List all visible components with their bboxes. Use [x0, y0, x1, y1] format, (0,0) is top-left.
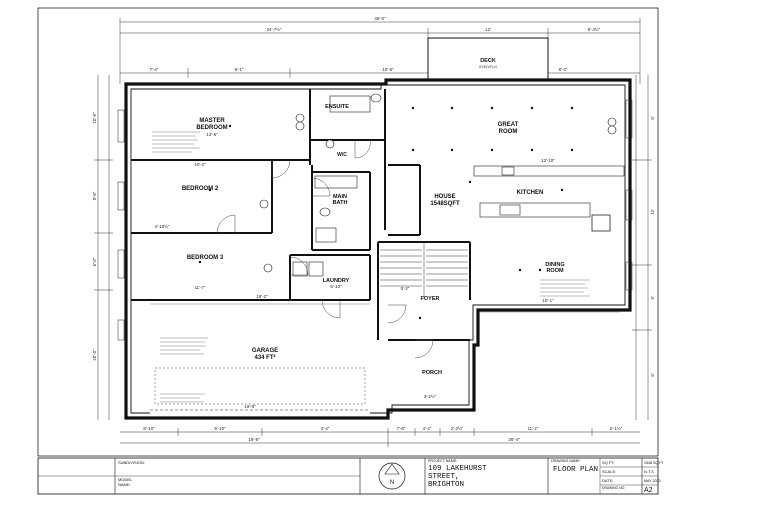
scale-value: N.T.S — [644, 469, 654, 474]
house-area-label-line1: HOUSE — [434, 194, 455, 200]
project-name-line1: 109 LAKEHURST — [428, 465, 487, 473]
laundry-dim: 6'-10" — [330, 284, 342, 289]
kitchen-label: KITCHEN — [517, 190, 544, 196]
great-room-width: 13'-10" — [541, 158, 555, 163]
interior-walls — [131, 89, 471, 341]
dim-bottom-7: 2'-1½" — [610, 426, 623, 431]
dim-bottom2-0: 18'-8" — [248, 437, 260, 442]
dim-bottom-4: 4'-4" — [423, 426, 432, 431]
dim-top-left: 24'-7½" — [267, 27, 282, 32]
dim-left-1: 9'-6" — [92, 191, 97, 200]
main-bath-label-line1: MAIN — [333, 194, 347, 200]
wic-label: W/C — [337, 152, 347, 158]
bedroom2-dim: 4'-10½" — [155, 224, 170, 229]
master-width: 13'-6" — [206, 132, 218, 137]
bath-fixtures — [292, 93, 382, 277]
deck-size: 8'X8'(VIF)±4 — [479, 65, 497, 69]
date-label: DATE: — [602, 478, 613, 483]
porch-label: PORCH — [422, 370, 442, 376]
sheet-border — [37, 7, 659, 457]
master-bedroom-label-line2: BEDROOM — [196, 125, 227, 131]
garage-door — [150, 367, 370, 415]
dim-row2-2: 10'-6" — [382, 67, 394, 72]
window-markers — [117, 99, 633, 341]
great-room-label-line1: GREAT — [498, 122, 519, 128]
name-label: NAME: — [118, 482, 131, 487]
scale-label: SCALE: — [602, 469, 616, 474]
project-name-line2: STREET, — [428, 473, 460, 481]
dim-left-0: 10'-6" — [92, 112, 97, 124]
staircase — [380, 242, 468, 298]
bedroom3-dim: 11'-7" — [195, 285, 206, 290]
ceiling-lights — [198, 106, 574, 320]
bedroom2-label: BEDROOM 2 — [182, 186, 219, 192]
dim-right-2: 9' — [650, 296, 655, 299]
drawing-number: A2 — [644, 487, 653, 494]
dim-row2-3: 8'-4" — [559, 67, 568, 72]
ensuite-label: ENSUITE — [325, 104, 349, 110]
dim-bottom-5: 2'-3½" — [451, 426, 464, 431]
foyer-dim: 5'-2" — [401, 286, 410, 291]
date-value: MAY 2023 — [644, 479, 660, 483]
kitchen-counters — [473, 165, 625, 232]
spec-notes — [150, 131, 620, 403]
project-name-label: PROJECT NAME: — [428, 459, 457, 463]
north-label: N — [390, 480, 394, 486]
dim-bottom-6: 11'-2" — [528, 426, 539, 431]
foyer-label: FOYER — [421, 296, 440, 302]
dim-left-2: 6'-0" — [92, 257, 97, 266]
porch-dim: 3'-2½" — [424, 394, 437, 399]
dim-left-3: 20'-0" — [92, 349, 97, 361]
garage-depth: 19'-8" — [244, 404, 256, 409]
garage-width: 18'-2" — [256, 294, 268, 299]
dimension-strings — [94, 18, 652, 447]
dim-right-3: 6' — [650, 373, 655, 376]
dim-row2-1: 9'-1" — [235, 67, 244, 72]
dim-bottom-3: 7'-6" — [397, 426, 406, 431]
dining-room-label-line2: ROOM — [546, 268, 564, 274]
dim-top-mid: 12' — [485, 27, 491, 32]
dim-overall-top: 45'-0" — [374, 16, 386, 21]
sqft-value: 1548 SQ FT — [644, 461, 664, 465]
north-arrow-icon: N — [378, 462, 406, 490]
dining-dim: 10'-1" — [542, 298, 554, 303]
dining-room-label-line1: DINING — [545, 262, 564, 268]
dim-row2-0: 7'-4" — [150, 67, 159, 72]
drawing-number-label: DRAWING NO: — [602, 486, 625, 490]
garage-label-line1: GARAGE — [252, 348, 278, 354]
master-bedroom-label-line1: MASTER — [199, 118, 225, 124]
title-block: SUBDIVISION: MODEL NAME: N PROJECT NAME:… — [37, 457, 664, 495]
master-depth: 10'-2" — [194, 162, 206, 167]
model-label: MODEL — [118, 477, 133, 482]
drawing-name: FLOOR PLAN — [553, 466, 598, 474]
sqft-label: SQ FT: — [602, 460, 614, 465]
door-swings — [216, 139, 434, 359]
dim-bottom-2: 3'-4" — [321, 426, 330, 431]
dim-bottom-1: 9'-10" — [214, 426, 226, 431]
subdivision-label: SUBDIVISION: — [118, 460, 145, 465]
dim-right-1: 12' — [650, 209, 655, 215]
main-bath-label-line2: BATH — [333, 200, 348, 206]
deck-label: DECK — [480, 58, 496, 64]
dim-bottom2-1: 26'-4" — [508, 437, 520, 442]
project-name-line3: BRIGHTON — [428, 481, 464, 489]
house-area-label-line2: 1548SQFT — [430, 201, 460, 207]
detector-symbols — [259, 113, 617, 273]
dim-bottom-0: 8'-10" — [143, 426, 155, 431]
deck: DECK 8'X8'(VIF)±4 — [427, 37, 549, 81]
drawing-name-label: DRAWING NAME: — [551, 459, 581, 463]
room-labels: MASTER BEDROOM 13'-6" 10'-2" ENSUITE W/C… — [155, 104, 565, 409]
garage-label-line2: 434 FT² — [254, 354, 275, 361]
bedroom3-label: BEDROOM 3 — [187, 255, 224, 261]
dim-right-0: 6' — [650, 116, 655, 119]
exterior-walls — [124, 78, 632, 420]
great-room-label-line2: ROOM — [499, 129, 518, 135]
dim-top-right: 8'-4½" — [588, 27, 601, 32]
laundry-label: LAUNDRY — [323, 278, 350, 284]
